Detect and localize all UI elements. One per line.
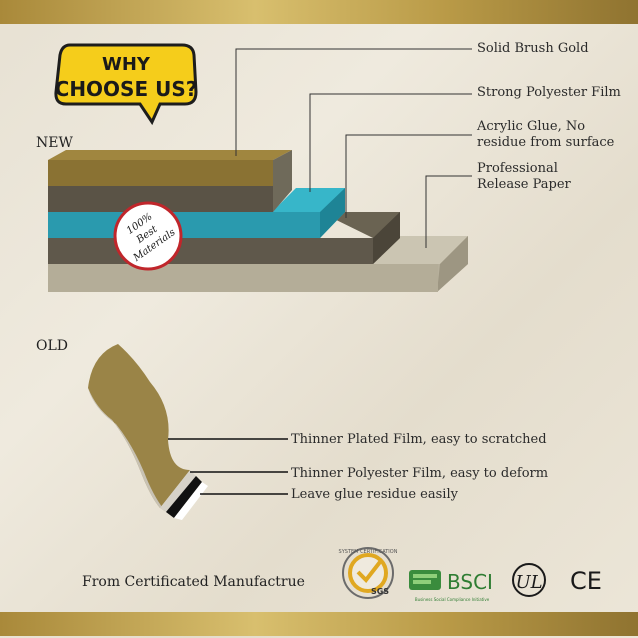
ul-logo: UL (512, 563, 546, 597)
ul-text: UL (515, 572, 542, 593)
bubble-line-2: CHOOSE US? (55, 77, 198, 101)
callout-release-paper: Professional Release Paper (477, 161, 571, 192)
old-label: OLD (36, 338, 68, 354)
callout-glue-residue: Leave glue residue easily (291, 487, 458, 502)
best-materials-badge: 100% Best Materials (113, 201, 183, 271)
bsci-subtext: Business Social Compliance Initiative (415, 597, 490, 602)
old-layer-strip (88, 344, 208, 520)
sgs-text: SGS (371, 587, 389, 596)
why-choose-us-bubble: WHY CHOOSE US? (54, 43, 198, 126)
bottom-gold-band (0, 612, 638, 636)
old-leader-lines (168, 438, 288, 495)
bubble-line-1: WHY (102, 54, 151, 75)
sgs-logo: SYSTEM CERTIFICATION SGS (339, 547, 398, 599)
leader-line-polyester (309, 93, 472, 192)
sgs-ring-text: SYSTEM CERTIFICATION (339, 549, 398, 555)
top-gold-band (0, 0, 638, 24)
bsci-text: BSCI (447, 570, 493, 594)
new-layer-stack (48, 150, 468, 292)
new-label: NEW (36, 135, 73, 151)
leader-line-gold (235, 48, 472, 156)
callout-thinner-polyester-film: Thinner Polyester Film, easy to deform (291, 466, 549, 481)
callout-strong-polyester-film: Strong Polyester Film (477, 85, 621, 100)
footer-certified-text: From Certificated Manufactrue (82, 574, 305, 590)
callout-thinner-plated-film: Thinner Plated Film, easy to scratched (291, 432, 547, 447)
leader-line-release (425, 175, 472, 248)
leader-line-glue (345, 134, 472, 218)
callout-solid-brush-gold: Solid Brush Gold (477, 41, 589, 56)
ce-logo: CE (570, 567, 602, 595)
bsci-logo: BSCI Business Social Compliance Initiati… (409, 570, 493, 602)
ce-text: CE (570, 567, 602, 595)
new-leader-lines (235, 48, 472, 248)
callout-acrylic-glue: Acrylic Glue, No residue from surface (477, 119, 615, 150)
